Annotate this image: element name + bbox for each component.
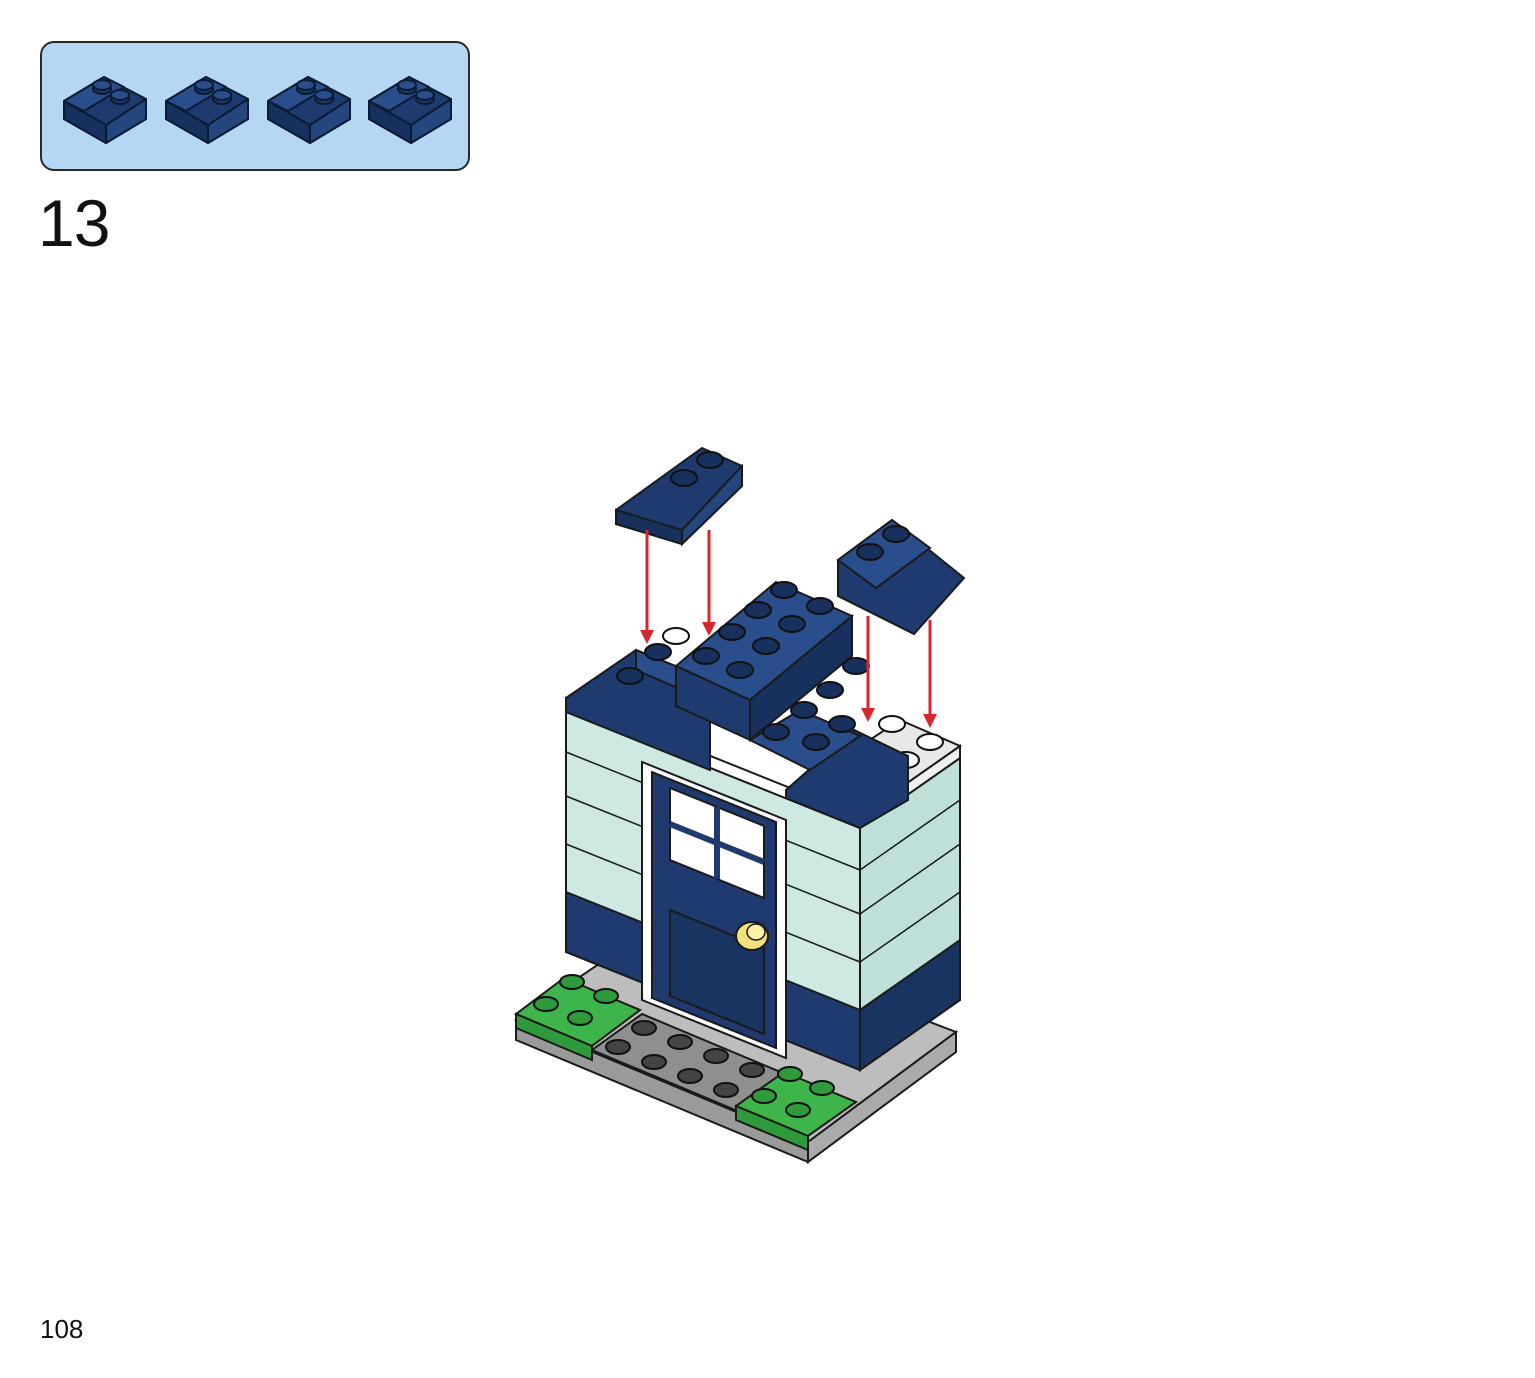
door [641, 760, 787, 1060]
incoming-slope-brick-right [836, 518, 966, 636]
roof-bricks [565, 580, 909, 830]
incoming-slope-brick-left [615, 446, 743, 547]
parts-callout-graphic [63, 76, 452, 144]
build-illustration [513, 446, 966, 1164]
slope-brick-icon [368, 76, 452, 144]
slope-brick-icon [267, 76, 351, 144]
placement-arrows [640, 530, 937, 728]
green-plate-right [733, 1066, 859, 1152]
parts-callout [40, 41, 470, 171]
page-number: 108 [40, 1314, 84, 1344]
step-number: 13 [38, 186, 110, 260]
slope-brick-icon [63, 76, 147, 144]
gray-path [589, 1012, 793, 1114]
green-plate-left [514, 974, 642, 1062]
slope-brick-icon [165, 76, 249, 144]
